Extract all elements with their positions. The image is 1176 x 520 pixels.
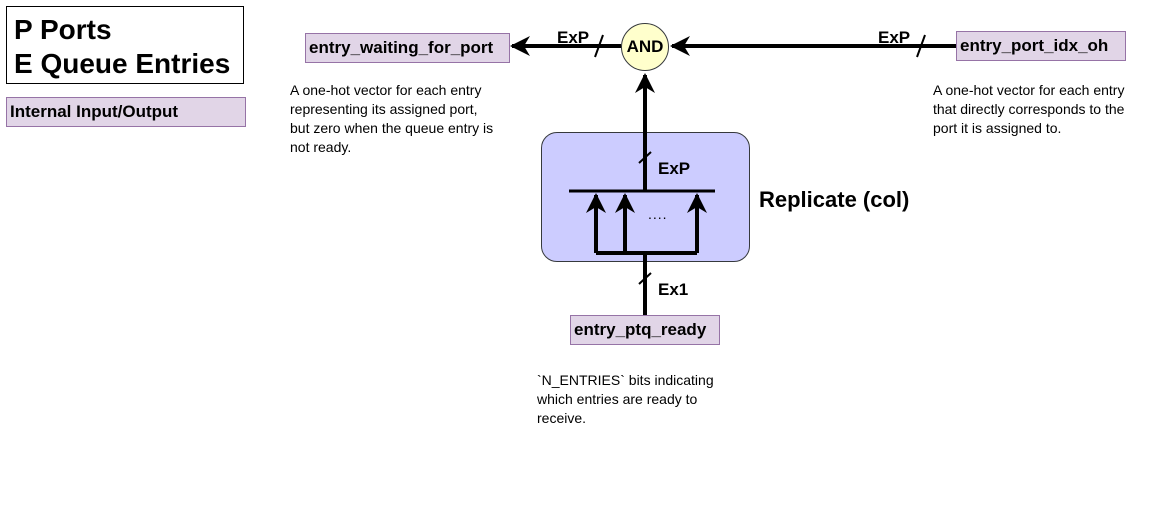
note-input-bottom: `N_ENTRIES` bits indicating which entrie… xyxy=(537,372,714,426)
legend-box: P Ports E Queue Entries xyxy=(6,6,244,84)
bus-label-output: ExP xyxy=(557,28,590,47)
bus-label-right: ExP xyxy=(878,28,911,47)
legend-ports: P Ports xyxy=(14,14,112,45)
note-output: A one-hot vector for each entry represen… xyxy=(290,82,494,155)
slash-replicate xyxy=(638,151,652,164)
slash-ready xyxy=(638,272,652,285)
replicate-title: Replicate (col) xyxy=(759,187,910,212)
bus-label-replicate: ExP xyxy=(658,159,691,178)
legend-internal-io: Internal Input/Output xyxy=(6,97,246,127)
slash-right xyxy=(916,34,926,58)
signal-entry-ptq-ready: entry_ptq_ready xyxy=(570,315,720,345)
bus-label-ready: Ex1 xyxy=(658,280,689,299)
slash-output xyxy=(594,34,604,58)
note-input-right: A one-hot vector for each entry that dir… xyxy=(933,82,1125,136)
signal-entry-port-idx-oh: entry_port_idx_oh xyxy=(956,31,1126,61)
replicate-ellipsis: .... xyxy=(648,206,668,222)
legend-entries: E Queue Entries xyxy=(14,48,231,79)
and-gate: AND xyxy=(621,23,669,71)
signal-entry-waiting-for-port: entry_waiting_for_port xyxy=(305,33,510,63)
